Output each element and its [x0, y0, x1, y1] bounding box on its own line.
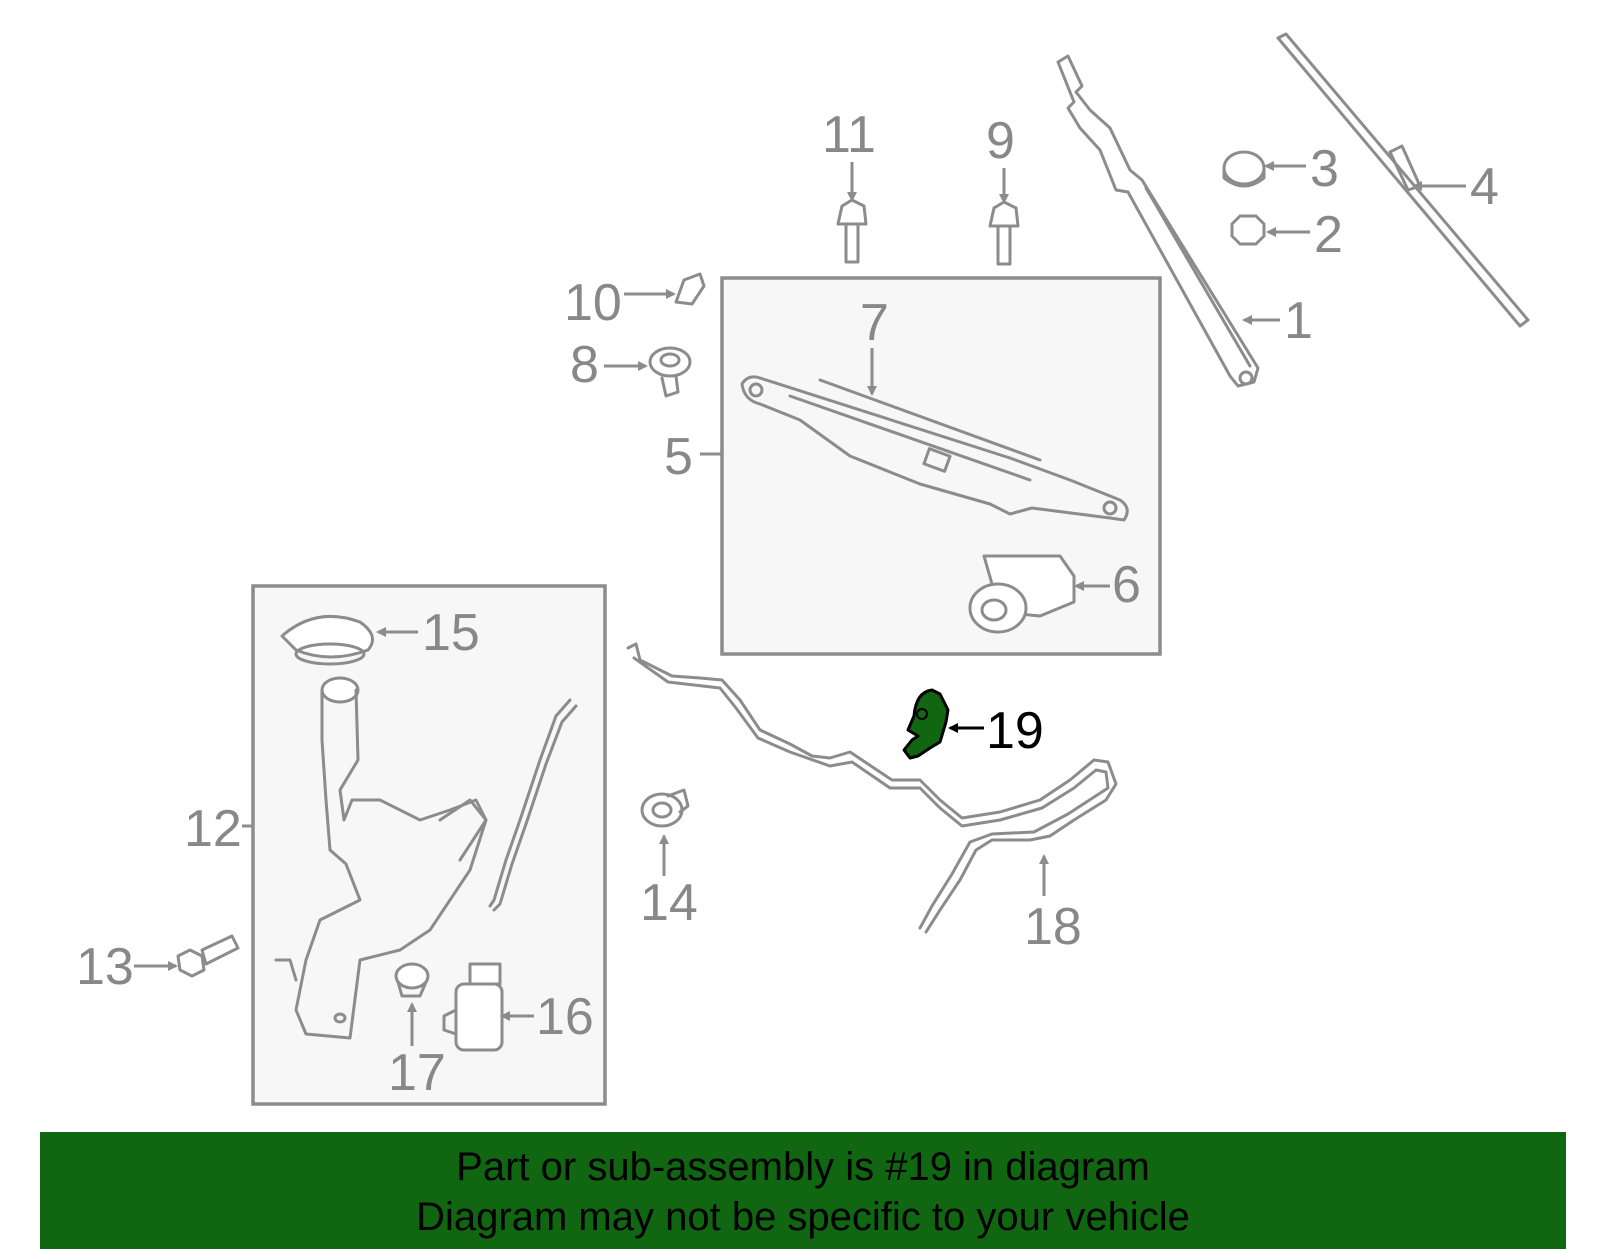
pump-grommet-part[interactable]	[394, 962, 430, 998]
washer-hose-part[interactable]	[626, 642, 1118, 934]
callout-2: 2	[1314, 206, 1343, 264]
wiper-linkage-part[interactable]	[740, 375, 1129, 522]
reservoir-cap-part[interactable]	[280, 615, 374, 666]
info-banner: Part or sub-assembly is #19 in diagram D…	[40, 1132, 1566, 1249]
callout-8: 8	[570, 336, 599, 394]
callout-3: 3	[1310, 140, 1339, 198]
banner-line-1: Part or sub-assembly is #19 in diagram	[456, 1145, 1150, 1189]
arm-cap-part[interactable]	[1222, 150, 1266, 188]
arm-nut-part[interactable]	[1230, 214, 1266, 246]
washer-reservoir-part[interactable]	[274, 676, 488, 1040]
bolt-11-part[interactable]	[836, 198, 868, 264]
reservoir-assembly-box	[251, 584, 607, 1106]
washer-nozzle-part-19[interactable]	[902, 688, 950, 760]
reservoir-hose-part[interactable]	[488, 698, 572, 908]
grommet-14-part[interactable]	[640, 788, 690, 828]
parts-diagram: 1 2 3 4 5 6 7 8 9 10 11 12 13 14 15 16 1…	[76, 32, 1530, 1106]
linkage-assembly-box	[720, 276, 1162, 656]
washer-pump-part[interactable]	[442, 962, 504, 1052]
clip-10-part[interactable]	[674, 272, 706, 306]
callout-14: 14	[640, 874, 698, 932]
wiper-motor-part[interactable]	[968, 554, 1076, 634]
callout-1: 1	[1284, 292, 1313, 350]
grommet-8-part[interactable]	[648, 346, 692, 398]
callout-18: 18	[1024, 898, 1082, 956]
callout-5: 5	[664, 428, 693, 486]
callout-15: 15	[422, 604, 480, 662]
callout-4: 4	[1470, 158, 1499, 216]
banner-line-2: Diagram may not be specific to your vehi…	[416, 1195, 1190, 1239]
callout-12: 12	[184, 800, 242, 858]
callout-9: 9	[986, 112, 1015, 170]
callout-17: 17	[388, 1044, 446, 1102]
callout-7: 7	[860, 294, 889, 352]
callout-11: 11	[822, 106, 876, 164]
wiper-arm-part[interactable]	[1056, 54, 1260, 388]
bolt-9-part[interactable]	[988, 200, 1020, 266]
callout-6: 6	[1112, 556, 1141, 614]
bolt-13-part[interactable]	[176, 934, 240, 978]
callout-19: 19	[986, 702, 1044, 760]
callout-16: 16	[536, 988, 594, 1046]
callout-13: 13	[76, 938, 134, 996]
callout-10: 10	[564, 274, 622, 332]
